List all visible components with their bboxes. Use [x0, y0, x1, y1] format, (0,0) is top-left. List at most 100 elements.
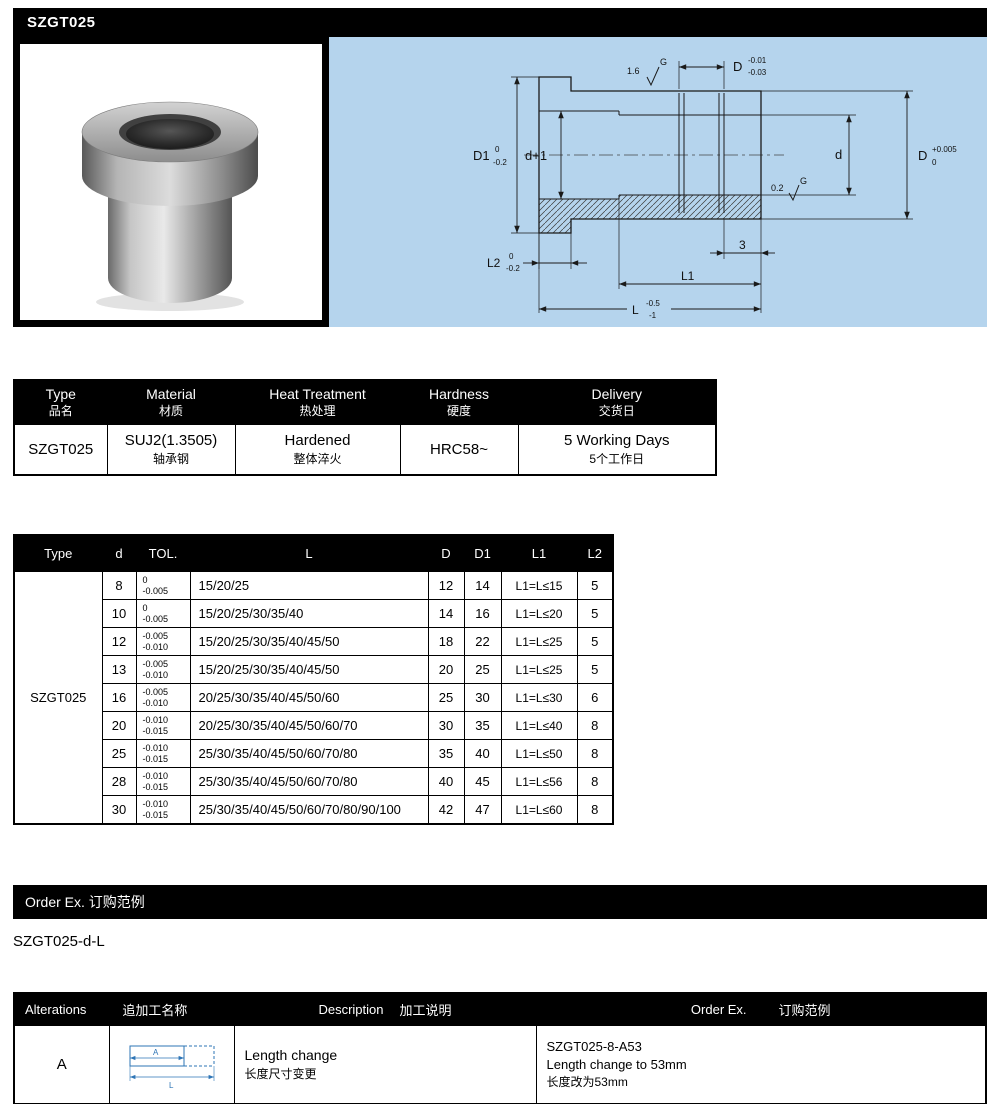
top-section: SZGT025 — [13, 8, 987, 327]
svg-text:D: D — [918, 148, 927, 163]
table-row: 16 -0.005-0.010 20/25/30/35/40/45/50/60 … — [14, 683, 614, 712]
alteration-diagram: A L — [108, 1025, 235, 1104]
bushing-body — [108, 174, 232, 303]
cell-L2: 5 — [576, 599, 614, 628]
svg-text:-0.2: -0.2 — [506, 264, 520, 273]
svg-text:D1: D1 — [473, 148, 490, 163]
svg-text:G: G — [800, 176, 807, 186]
cell-D1: 25 — [463, 655, 502, 684]
cell-L2: 6 — [576, 683, 614, 712]
dim-type-cell: SZGT025 — [13, 571, 103, 825]
cell-D1: 40 — [463, 739, 502, 768]
dim-header-D1: D1 — [463, 534, 502, 572]
cell-L: 15/20/25 — [189, 571, 429, 600]
cell-d: 13 — [101, 655, 137, 684]
dim-L2: L2 0 -0.2 — [487, 233, 587, 273]
cell-L2: 5 — [576, 571, 614, 600]
surface-finish-top-icon: 1.6 G — [627, 57, 667, 87]
svg-text:0: 0 — [509, 252, 514, 261]
cell-L1: L1=L≤25 — [500, 655, 578, 684]
cell-D1: 47 — [463, 795, 502, 825]
dim-header-type: Type — [13, 534, 103, 572]
media-row: D1 0 -0.2 d+1 D -0.0 — [13, 37, 987, 327]
cell-d: 10 — [101, 599, 137, 628]
svg-text:L1: L1 — [681, 269, 695, 283]
spec-type-value: SZGT025 — [13, 424, 108, 476]
cell-L2: 8 — [576, 795, 614, 825]
svg-text:L2: L2 — [487, 256, 501, 270]
cell-D: 25 — [427, 683, 465, 712]
cell-L1: L1=L≤50 — [500, 739, 578, 768]
table-row: 12 -0.005-0.010 15/20/25/30/35/40/45/50 … — [14, 627, 614, 656]
cell-L: 15/20/25/30/35/40/45/50 — [189, 627, 429, 656]
length-change-diagram: A L — [129, 1045, 214, 1090]
cell-L1: L1=L≤15 — [500, 571, 578, 600]
cell-D: 20 — [427, 655, 465, 684]
cell-L1: L1=L≤60 — [500, 795, 578, 825]
svg-text:-0.01: -0.01 — [748, 56, 767, 65]
svg-text:+0.005: +0.005 — [932, 145, 957, 154]
table-row: 25 -0.010-0.015 25/30/35/40/45/50/60/70/… — [14, 739, 614, 768]
table-row: 10 0-0.005 15/20/25/30/35/40 14 16 L1=L≤… — [14, 599, 614, 628]
dimension-table: Type d TOL. L D D1 L1 L2 SZGT025 8 0-0.0… — [13, 534, 614, 825]
cell-L1: L1=L≤30 — [500, 683, 578, 712]
svg-text:d+1: d+1 — [525, 148, 547, 163]
cell-tol: 0-0.005 — [135, 571, 191, 600]
alteration-order-example: SZGT025-8-A53 Length change to 53mm 长度改为… — [535, 1025, 987, 1104]
svg-text:3: 3 — [739, 238, 746, 252]
bushing-photo-illustration — [81, 101, 259, 311]
cell-D: 40 — [427, 767, 465, 796]
dim-D-right: D +0.005 0 — [761, 90, 957, 220]
svg-text:D: D — [733, 59, 742, 74]
spec-material-value: SUJ2(1.3505)轴承钢 — [106, 424, 236, 476]
order-example-code: SZGT025-d-L — [13, 933, 105, 950]
cell-D1: 30 — [463, 683, 502, 712]
cell-D: 30 — [427, 711, 465, 740]
cell-d: 30 — [101, 795, 137, 825]
svg-text:1.6: 1.6 — [627, 66, 640, 76]
cell-tol: -0.010-0.015 — [135, 711, 191, 740]
dim-L1: L1 — [618, 199, 761, 289]
svg-text:0.2: 0.2 — [771, 183, 784, 193]
cell-L1: L1=L≤56 — [500, 767, 578, 796]
table-row: 30 -0.010-0.015 25/30/35/40/45/50/60/70/… — [14, 795, 614, 825]
cell-L: 15/20/25/30/35/40 — [189, 599, 429, 628]
cell-d: 12 — [101, 627, 137, 656]
cell-L: 15/20/25/30/35/40/45/50 — [189, 655, 429, 684]
order-example-bar: Order Ex. 订购范例 — [13, 885, 987, 919]
dim-header-row: Type d TOL. L D D1 L1 L2 — [13, 534, 614, 572]
dim-header-tol: TOL. — [135, 534, 191, 572]
alteration-description: Length change 长度尺寸变更 — [233, 1025, 537, 1104]
cell-D: 35 — [427, 739, 465, 768]
dim-d-plus-1: d+1 — [525, 111, 564, 199]
cell-L: 25/30/35/40/45/50/60/70/80 — [189, 739, 429, 768]
cell-L1: L1=L≤20 — [500, 599, 578, 628]
cell-D1: 16 — [463, 599, 502, 628]
surface-finish-bore-icon: 0.2 G — [771, 176, 807, 202]
cell-d: 16 — [101, 683, 137, 712]
cell-D: 18 — [427, 627, 465, 656]
cell-D: 12 — [427, 571, 465, 600]
cell-d: 25 — [101, 739, 137, 768]
cell-L: 25/30/35/40/45/50/60/70/80/90/100 — [189, 795, 429, 825]
cell-L1: L1=L≤40 — [500, 711, 578, 740]
cell-L: 20/25/30/35/40/45/50/60 — [189, 683, 429, 712]
cell-L: 25/30/35/40/45/50/60/70/80 — [189, 767, 429, 796]
section-hatching — [539, 195, 761, 233]
table-row: 28 -0.010-0.015 25/30/35/40/45/50/60/70/… — [14, 767, 614, 796]
dim-header-L: L — [189, 534, 429, 572]
dim-d: d — [761, 114, 856, 196]
cell-d: 28 — [101, 767, 137, 796]
dim-header-d: d — [101, 534, 137, 572]
cell-tol: -0.010-0.015 — [135, 739, 191, 768]
